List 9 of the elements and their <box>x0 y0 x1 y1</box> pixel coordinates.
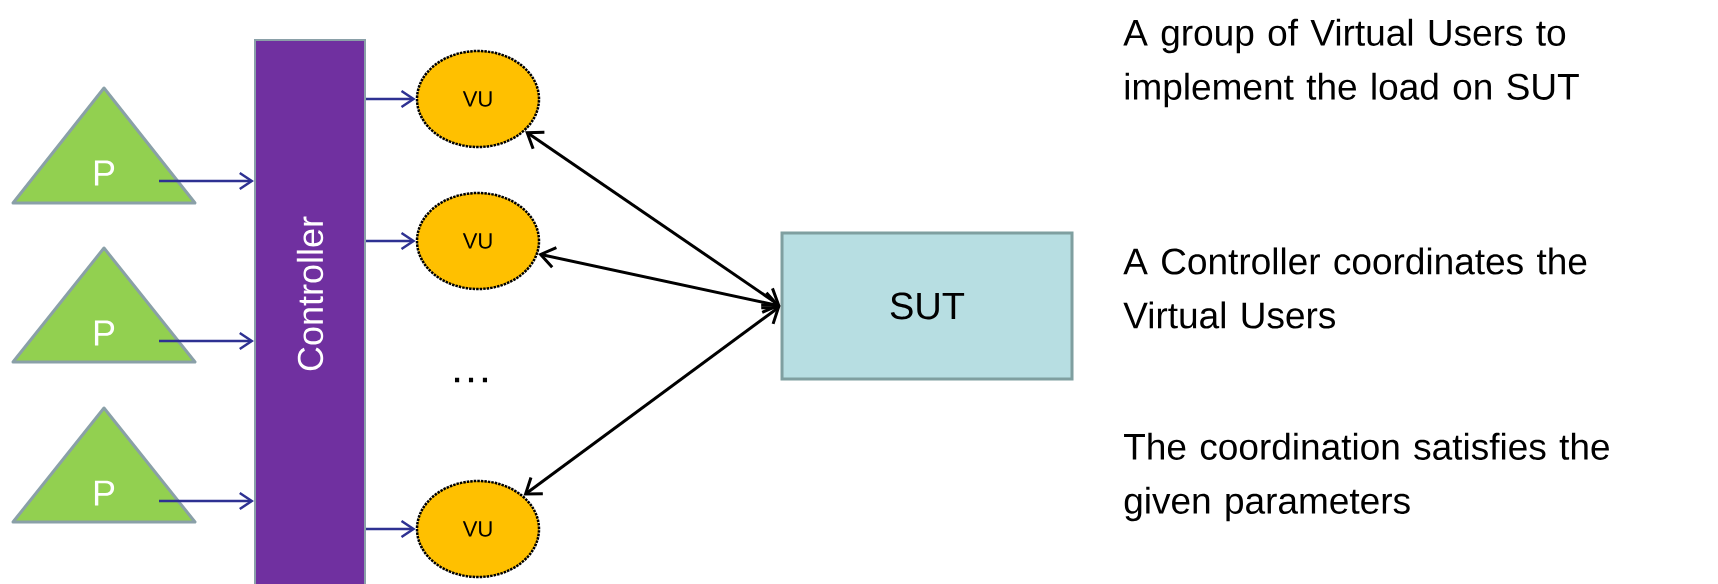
triangle: P <box>11 406 197 524</box>
note-text: A group of Virtual Users to implement the load on SUT <box>1123 18 1579 108</box>
triangle: P <box>11 86 197 205</box>
note-text: A Controller coordinates the Virtual Users <box>1123 247 1587 329</box>
note-text: The coordination satisfies the given parameters <box>1124 432 1609 522</box>
triangle: P <box>11 246 197 364</box>
ellipsis: … <box>455 377 487 383</box>
controller-bar: Controller <box>254 39 366 584</box>
sut-box: SUT <box>780 231 1074 381</box>
